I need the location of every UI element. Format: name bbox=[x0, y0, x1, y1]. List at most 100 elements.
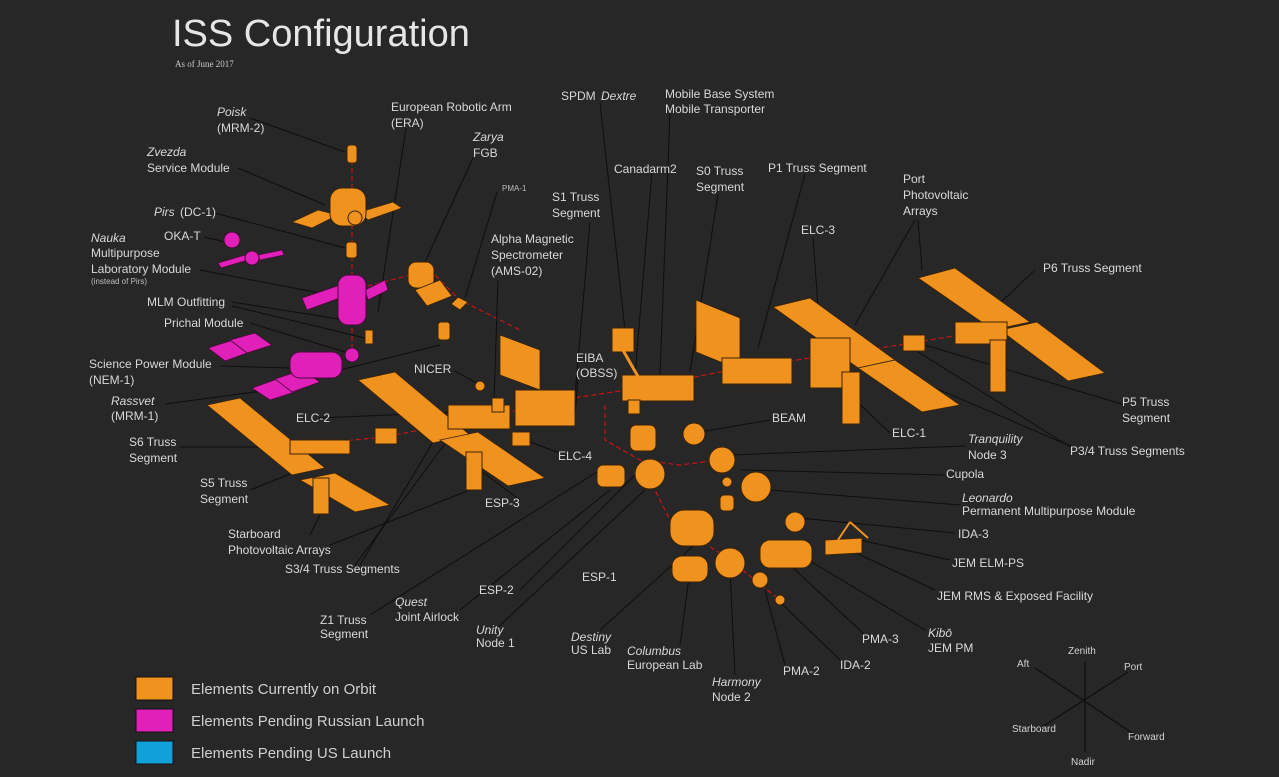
label-p5-l1: P5 Truss bbox=[1122, 395, 1169, 409]
label-elc2: ELC-2 bbox=[296, 411, 330, 425]
label-tranquility-sub: Node 3 bbox=[968, 448, 1007, 462]
legend-label-on-orbit: Elements Currently on Orbit bbox=[191, 681, 377, 698]
label-leonardo-sub: Permanent Multipurpose Module bbox=[962, 504, 1136, 518]
columbus-lab bbox=[671, 555, 709, 583]
pirs-module bbox=[345, 241, 358, 259]
s1-radiator bbox=[499, 334, 541, 391]
unity-node bbox=[634, 458, 666, 490]
label-ams-l2: Spectrometer bbox=[491, 248, 563, 262]
label-pirs-id: (DC-1) bbox=[180, 205, 216, 219]
label-s5-l2: Segment bbox=[200, 492, 249, 506]
label-pma1: PMA-1 bbox=[502, 184, 527, 193]
oka-t-panel-right bbox=[257, 249, 285, 261]
label-nauka-l1: Multipurpose bbox=[91, 246, 160, 260]
label-columbus: Columbus bbox=[627, 644, 681, 658]
kibo-pm bbox=[759, 539, 813, 569]
zarya-array bbox=[414, 279, 453, 307]
zvezda-node bbox=[347, 210, 363, 226]
label-destiny: Destiny bbox=[571, 630, 612, 644]
label-port-pv-l3: Arrays bbox=[903, 204, 938, 218]
cupola bbox=[721, 476, 733, 488]
jem-rms-arm bbox=[837, 521, 851, 541]
label-tranquility: Tranquility bbox=[968, 432, 1023, 446]
pma2-adapter bbox=[751, 571, 769, 589]
pma1-lower bbox=[719, 494, 735, 512]
label-p5-l2: Segment bbox=[1122, 411, 1171, 425]
s6-array-upper bbox=[206, 397, 326, 476]
label-mbs-l2: Mobile Transporter bbox=[665, 102, 765, 116]
tranquility-node bbox=[708, 446, 736, 474]
p6-truss bbox=[954, 321, 1008, 345]
mobile-base-system bbox=[627, 399, 641, 415]
ida2-adapter bbox=[774, 594, 786, 606]
nicer-payload bbox=[474, 380, 486, 392]
port-truss bbox=[695, 267, 1106, 425]
center-truss bbox=[611, 327, 695, 415]
label-quest-sub: Joint Airlock bbox=[395, 610, 460, 624]
labels: Poisk (MRM-2) Zvezda Service Module Pirs… bbox=[89, 87, 1185, 704]
label-ida3: IDA-3 bbox=[958, 527, 989, 541]
label-s1-l1: S1 Truss bbox=[552, 190, 599, 204]
label-nauka: Nauka bbox=[91, 231, 126, 245]
us-segment bbox=[596, 422, 869, 606]
label-prichal: Prichal Module bbox=[164, 316, 244, 330]
label-leonardo: Leonardo bbox=[962, 491, 1013, 505]
label-p34: P3/4 Truss Segments bbox=[1070, 444, 1185, 458]
label-s6-l1: S6 Truss bbox=[129, 435, 176, 449]
s5-truss bbox=[374, 427, 398, 445]
label-destiny-sub: US Lab bbox=[571, 643, 611, 657]
label-dextre: Dextre bbox=[601, 89, 637, 103]
oka-t-body bbox=[244, 250, 260, 266]
oka-t-panel-left bbox=[217, 254, 249, 269]
label-mlm-outfitting: MLM Outfitting bbox=[147, 295, 225, 309]
label-port-pv-l2: Photovoltaic bbox=[903, 188, 968, 202]
label-mbs-l1: Mobile Base System bbox=[665, 87, 774, 101]
label-poisk: Poisk bbox=[217, 105, 247, 119]
science-power-module bbox=[289, 351, 343, 379]
label-pma2: PMA-2 bbox=[783, 664, 820, 678]
label-beam: BEAM bbox=[772, 411, 806, 425]
p4-array-lower bbox=[857, 359, 962, 413]
legend-swatch-russian bbox=[135, 708, 174, 733]
label-spm-l1: Science Power Module bbox=[89, 357, 212, 371]
label-rassvet: Rassvet bbox=[111, 394, 155, 408]
s6-s5-truss bbox=[289, 439, 351, 455]
label-pirs: Pirs bbox=[154, 205, 175, 219]
label-elc4: ELC-4 bbox=[558, 449, 592, 463]
label-s6-l2: Segment bbox=[129, 451, 178, 465]
label-zvezda-sub: Service Module bbox=[147, 161, 230, 175]
label-esp3: ESP-3 bbox=[485, 496, 520, 510]
page-title: ISS Configuration bbox=[172, 13, 470, 55]
label-esp2: ESP-2 bbox=[479, 583, 514, 597]
legend: Elements Currently on Orbit Elements Pen… bbox=[135, 676, 424, 765]
canadarm2-arm bbox=[618, 344, 642, 381]
legend-label-us: Elements Pending US Launch bbox=[191, 745, 391, 762]
label-kibo-sub: JEM PM bbox=[928, 641, 973, 655]
label-rassvet-id: (MRM-1) bbox=[111, 409, 158, 423]
p5-truss bbox=[902, 334, 926, 352]
p34-radiator bbox=[841, 371, 861, 425]
label-pma3: PMA-3 bbox=[862, 632, 899, 646]
elc4-carrier bbox=[511, 431, 531, 447]
label-ida2: IDA-2 bbox=[840, 658, 871, 672]
label-port-pv-l1: Port bbox=[903, 172, 926, 186]
label-era-l2: (ERA) bbox=[391, 116, 424, 130]
p6-array-lower bbox=[999, 321, 1106, 382]
label-z1-l2: Segment bbox=[320, 627, 369, 641]
label-nauka-note: (instead of Pirs) bbox=[91, 277, 147, 286]
destiny-lab bbox=[669, 509, 715, 547]
label-ams-l1: Alpha Magnetic bbox=[491, 232, 574, 246]
label-kibo: Kibō bbox=[928, 626, 952, 640]
legend-swatch-on-orbit bbox=[135, 676, 174, 701]
label-nicer: NICER bbox=[414, 362, 452, 376]
label-unity: Unity bbox=[476, 623, 504, 637]
starboard-truss bbox=[206, 334, 576, 515]
s6-radiator bbox=[312, 477, 330, 515]
leonardo-module bbox=[740, 471, 772, 503]
dir-nadir: Nadir bbox=[1071, 757, 1096, 768]
esp3-platform bbox=[491, 397, 505, 413]
s34-radiator bbox=[465, 451, 483, 491]
page-subtitle: As of June 2017 bbox=[175, 59, 234, 69]
